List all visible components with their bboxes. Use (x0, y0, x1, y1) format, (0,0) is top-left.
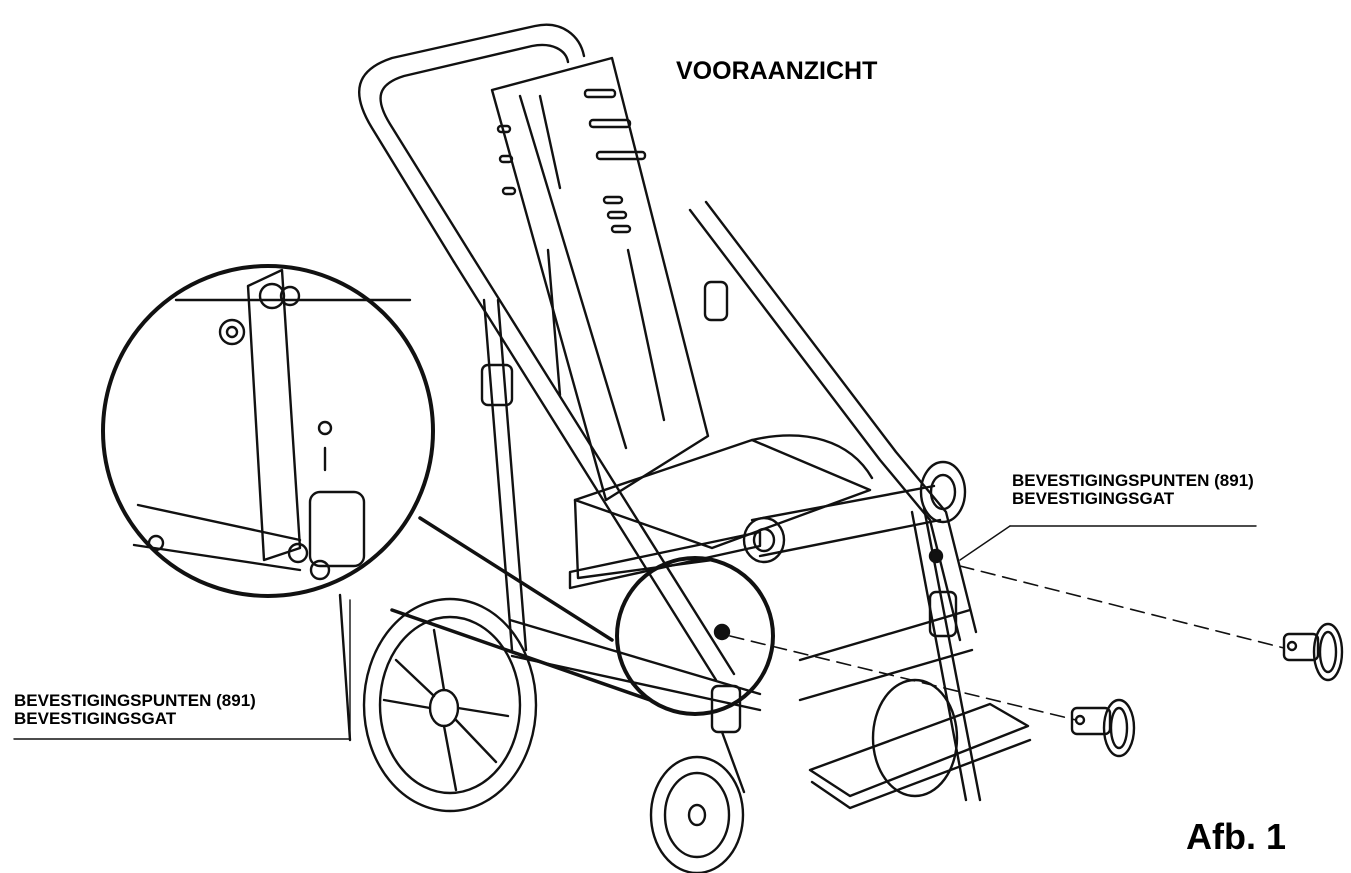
attachment-pin-right (1282, 622, 1344, 682)
view-title: VOORAANZICHT (676, 57, 878, 85)
callout-left-line2: BEVESTIGINGSGAT (14, 708, 177, 728)
push-handle (358, 23, 586, 264)
figure-label: Afb. 1 (1186, 816, 1287, 857)
callout-right-line1: BEVESTIGINGSPUNTEN (891) (1012, 471, 1254, 490)
cross-bar (742, 460, 967, 564)
seat (568, 434, 874, 590)
detail-connectors (390, 516, 652, 702)
attachment-hole-marker (928, 548, 944, 564)
callout-leaders (13, 525, 1257, 740)
front-wheel-right (871, 678, 959, 798)
detail-locator-circle (615, 556, 775, 716)
insertion-guides (729, 565, 1285, 721)
footrest (798, 608, 1032, 810)
callout-left-line1: BEVESTIGINGSPUNTEN (891) (14, 691, 256, 710)
backrest (490, 56, 710, 502)
callout-left: BEVESTIGINGSPUNTEN (891) BEVESTIGINGSGAT (14, 692, 256, 728)
frame-right (688, 200, 982, 802)
front-wheel (649, 755, 745, 873)
attachment-pin-left (1070, 698, 1136, 758)
callout-right-line2: BEVESTIGINGSGAT (1012, 488, 1175, 508)
rear-wheel (362, 597, 538, 813)
callout-right: BEVESTIGINGSPUNTEN (891) BEVESTIGINGSGAT (1012, 472, 1254, 508)
detail-zoom (101, 264, 435, 742)
